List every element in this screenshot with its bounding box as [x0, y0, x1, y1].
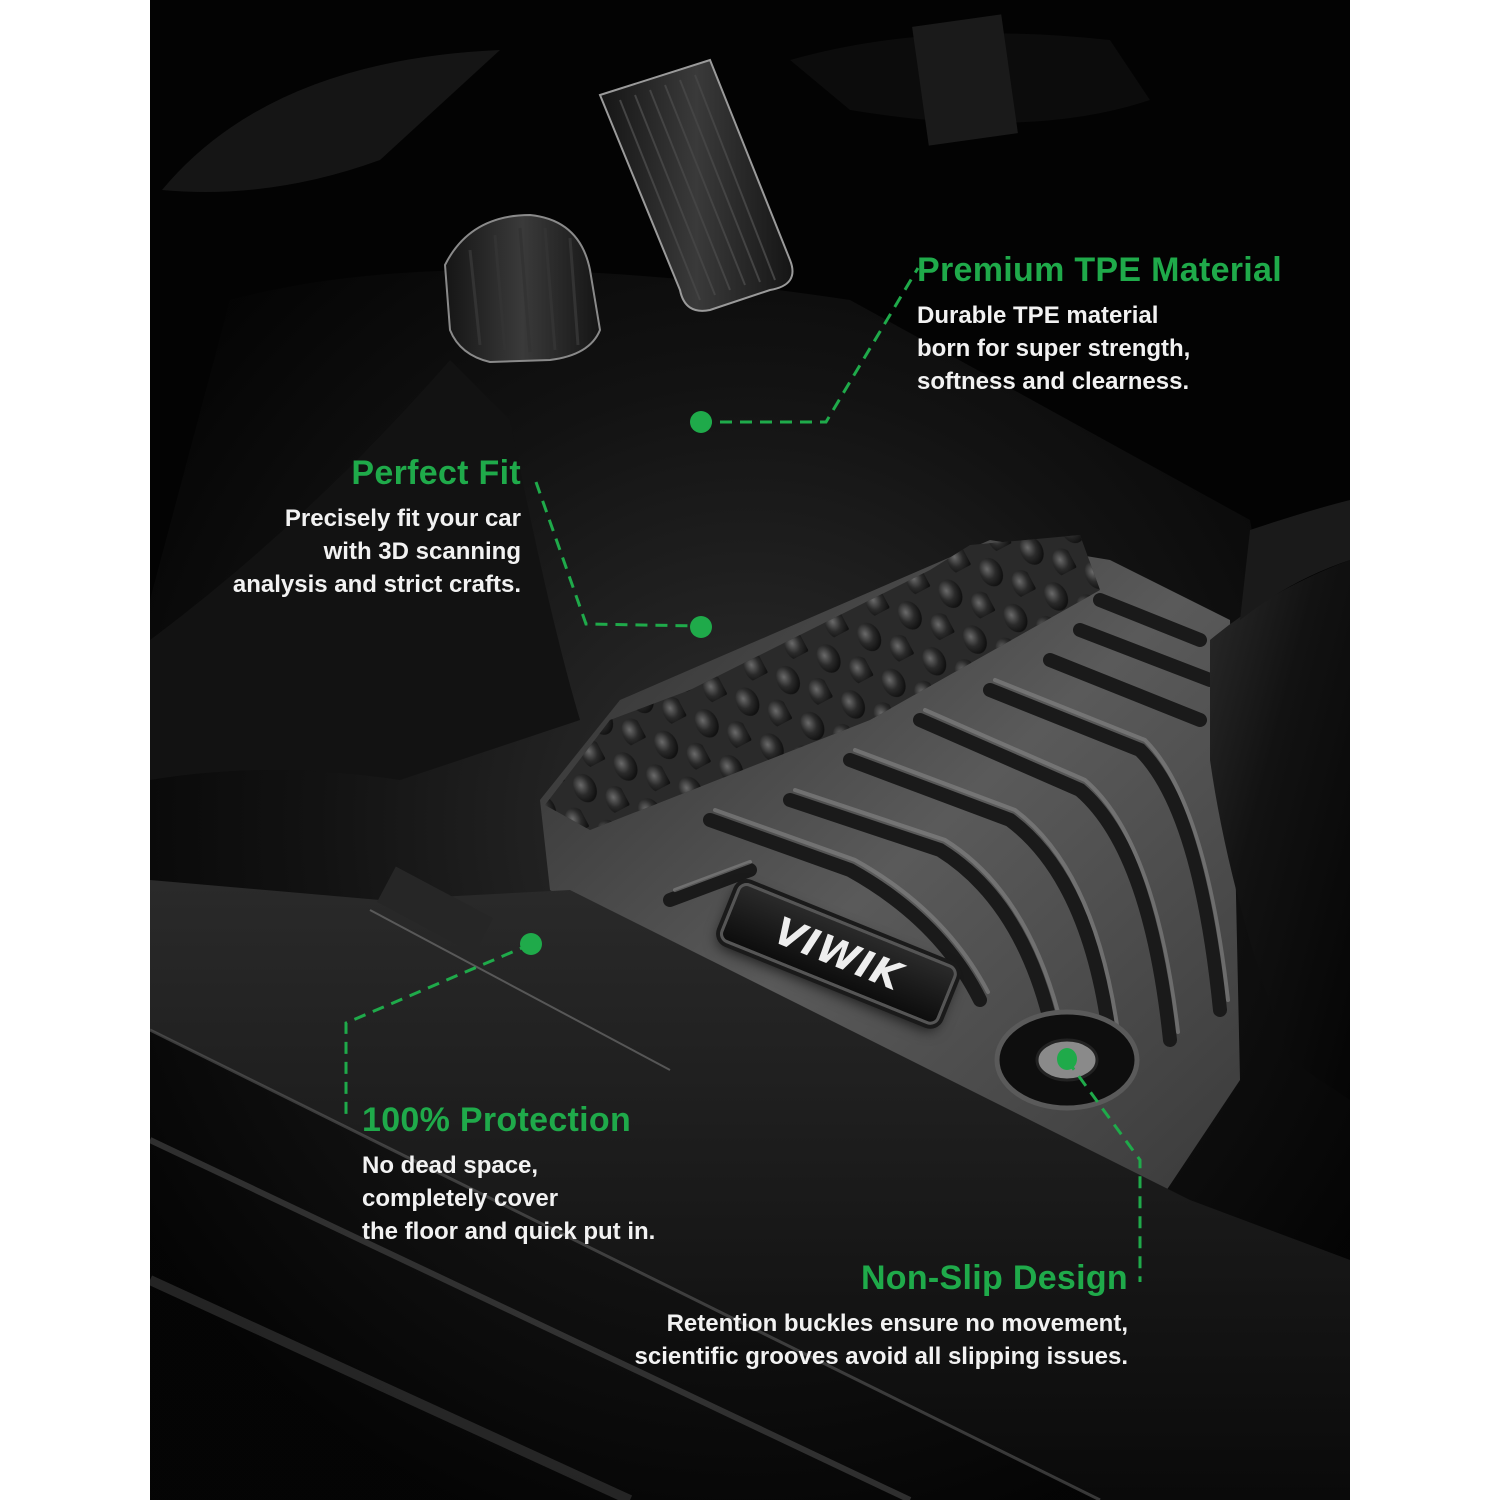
callout-description: Durable TPE material born for super stre… [917, 299, 1282, 398]
callout-description: No dead space, completely cover the floo… [362, 1149, 655, 1248]
callout-line: the floor and quick put in. [362, 1218, 656, 1246]
callout-perfect-fit: Perfect Fit Precisely fit your car with … [233, 454, 521, 601]
callout-line: No dead space, [362, 1152, 539, 1180]
callout-line: Precisely fit your car [284, 505, 521, 533]
callout-title: Non-Slip Design [860, 1259, 1128, 1297]
callout-line: born for super strength, [917, 335, 1191, 363]
callout-title: Premium TPE Material [917, 251, 1283, 289]
callout-line: completely cover [362, 1185, 559, 1213]
callout-line: with 3D scanning [323, 538, 521, 566]
callout-line: Durable TPE material [917, 302, 1159, 330]
callout-description: Retention buckles ensure no movement, sc… [635, 1307, 1129, 1373]
callout-non-slip: Non-Slip Design Retention buckles ensure… [635, 1259, 1129, 1373]
callout-line: analysis and strict crafts. [232, 571, 521, 599]
callout-title: 100% Protection [362, 1101, 632, 1139]
callout-title: Perfect Fit [351, 454, 521, 492]
callout-line: scientific grooves avoid all slipping is… [634, 1343, 1129, 1371]
product-image-canvas: VIWIK Premium TPE Material Durable TPE m… [150, 0, 1350, 1500]
callout-premium-tpe: Premium TPE Material Durable TPE materia… [917, 251, 1283, 398]
callout-line: Retention buckles ensure no movement, [666, 1310, 1128, 1338]
callout-line: softness and clearness. [917, 368, 1190, 396]
callout-description: Precisely fit your car with 3D scanning … [233, 502, 521, 601]
callout-protection: 100% Protection No dead space, completel… [362, 1101, 655, 1248]
